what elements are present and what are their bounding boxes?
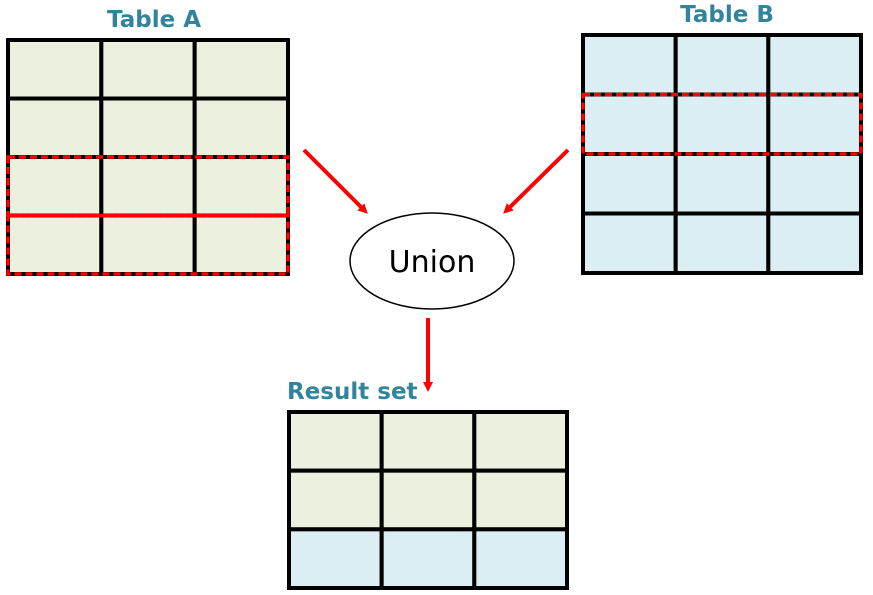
table-a-cell <box>99 38 197 101</box>
table-a-cell <box>99 213 197 276</box>
table-a-cell <box>6 96 104 159</box>
table-b-cell <box>673 211 771 275</box>
table-a-cell <box>192 38 291 101</box>
result-cell <box>379 410 477 473</box>
result-cell <box>379 468 477 532</box>
table-b-cell <box>766 152 863 216</box>
union-node: Union <box>349 212 515 310</box>
table-a-cell <box>192 213 291 276</box>
table-a-cell <box>192 155 291 218</box>
table-b <box>581 33 863 275</box>
table-b-cell <box>673 152 771 216</box>
table-a-highlighted-row <box>6 155 290 218</box>
table-a-highlighted-row <box>6 213 290 276</box>
table-a-cell <box>99 96 197 159</box>
table-b-cell <box>581 211 678 275</box>
result-cell <box>379 527 477 590</box>
arrow-from-table-b <box>503 148 570 214</box>
table-b-cell <box>766 33 863 97</box>
table-a-cell <box>6 155 104 218</box>
union-ellipse <box>349 212 515 310</box>
result-cell <box>287 410 384 473</box>
table-b-cell <box>581 152 678 216</box>
table-a-cell <box>6 38 104 101</box>
table-a-cell <box>6 213 104 276</box>
result-cell <box>287 527 384 590</box>
table-a-title: Table A <box>107 7 201 33</box>
table-b-cell <box>673 33 771 97</box>
table-a <box>6 38 291 276</box>
union-label: Union <box>389 245 476 280</box>
table-a-cell <box>99 155 197 218</box>
result-set-title: Result set <box>287 379 418 405</box>
table-b-cell <box>766 211 863 275</box>
table-b-highlighted-row <box>581 92 863 156</box>
table-a-cell <box>192 96 291 159</box>
table-b-cell <box>581 33 678 97</box>
result-cell <box>472 410 570 473</box>
table-b-cell <box>673 92 771 156</box>
arrow-from-table-a <box>302 148 368 214</box>
result-cell <box>472 468 570 532</box>
table-b-cell <box>581 92 678 156</box>
result-table <box>287 410 570 590</box>
result-cell <box>472 527 570 590</box>
table-b-cell <box>766 92 863 156</box>
table-b-title: Table B <box>680 2 774 28</box>
result-cell <box>287 468 384 532</box>
